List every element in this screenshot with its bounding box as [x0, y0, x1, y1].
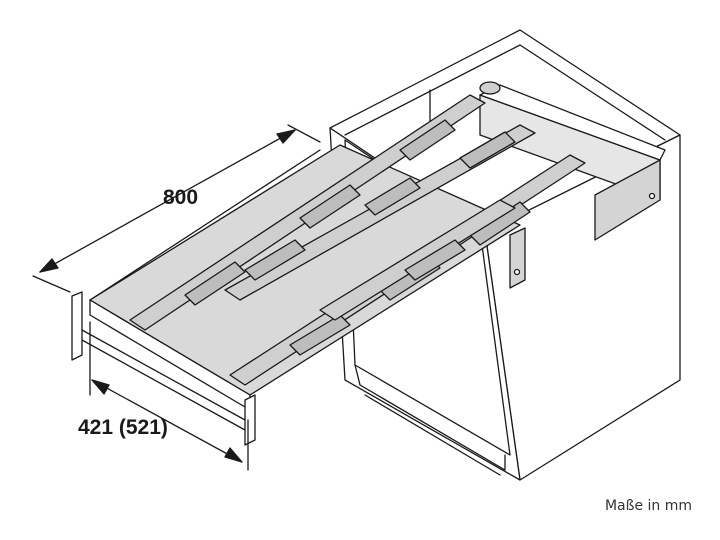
depth-dimension	[32, 124, 321, 293]
units-caption: Maße in mm	[604, 498, 692, 514]
width-dimension-label: 421 (521)	[78, 416, 168, 439]
rail-1	[129, 94, 486, 331]
runner-cap	[479, 81, 501, 95]
side-panel	[509, 159, 661, 289]
back-panel	[479, 84, 666, 201]
rail-4	[319, 199, 516, 321]
width-dimension	[89, 321, 249, 471]
depth-dimension-label: 800	[163, 186, 199, 209]
rail-2	[224, 124, 536, 301]
